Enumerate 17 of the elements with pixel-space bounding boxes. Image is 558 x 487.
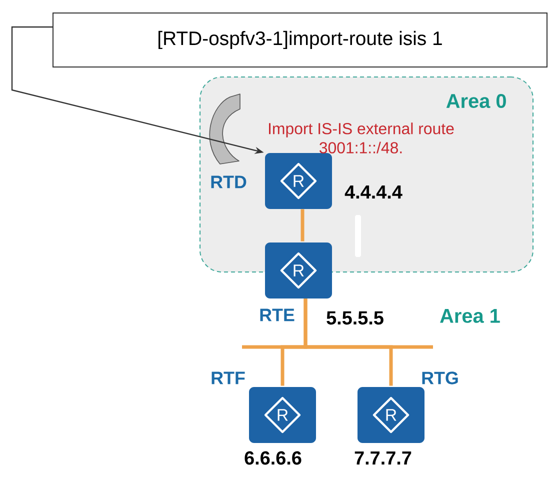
router-label: RTG	[422, 372, 458, 384]
address-label: 6.6.6.6	[244, 451, 302, 465]
router-label: RTF	[212, 372, 245, 384]
area-label: Area 1	[440, 309, 500, 323]
router: R	[265, 152, 332, 209]
command-box: [RTD-ospfv3-1]import-route isis 1	[52, 12, 548, 68]
router-label: RTE	[260, 308, 294, 322]
router-label: RTD	[211, 176, 246, 188]
address-label: 7.7.7.7	[354, 451, 412, 464]
router: R	[265, 242, 332, 298]
link-line	[304, 298, 393, 386]
link-line	[300, 209, 304, 242]
router: R	[249, 386, 316, 443]
router: R	[358, 386, 424, 443]
note-text: Import IS-IS external route 3001:1::/48.	[269, 122, 454, 154]
address-label: 5.5.5.5	[326, 311, 384, 325]
address-label: 4.4.4.4	[344, 185, 402, 198]
